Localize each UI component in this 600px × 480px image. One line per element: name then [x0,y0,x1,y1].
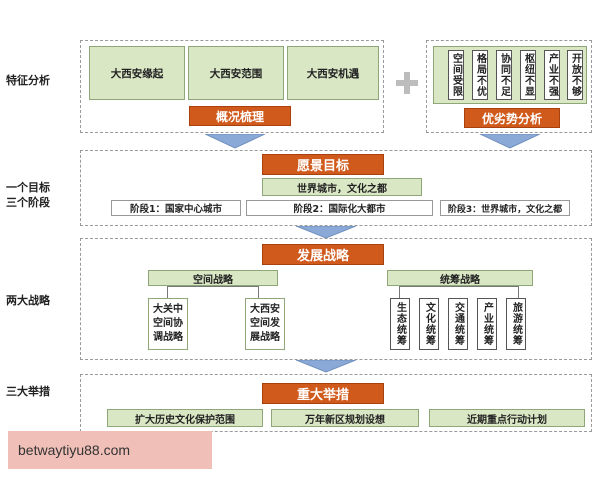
coordination-item: 交通统筹 [448,298,468,350]
down-arrow-icon [480,134,540,149]
coordination-item: 产业统筹 [477,298,497,350]
swot-item: 空间受限 [448,50,464,100]
side-label-goals-2: 三个阶段 [6,196,50,209]
feature-box-opportunity: 大西安机遇 [287,46,379,100]
down-arrow-icon [296,226,356,239]
side-label-strategies: 两大战略 [6,294,50,307]
swot-item: 产业不强 [544,50,560,100]
vision-stage-3: 阶段3：世界城市，文化之都 [440,200,570,216]
feature-box-origin: 大西安缘起 [89,46,185,100]
side-label-measures: 三大举措 [6,385,50,398]
down-arrow-icon [205,134,265,149]
swot-item: 协同不足 [496,50,512,100]
overview-label: 概况梳理 [189,106,291,126]
swot-item: 格局不优 [472,50,488,100]
overview-section [80,40,384,133]
coordination-item: 旅游统筹 [506,298,526,350]
spatial-item-guanzhong: 大关中空间协调战略 [148,298,188,350]
vision-title: 愿景目标 [262,154,384,175]
measures-title: 重大举措 [262,383,384,404]
watermark-banner: betwaytiyu88.com [8,431,212,469]
measure-item-newdistrict: 万年新区规划设想 [271,409,419,427]
coordination-connector [399,286,519,298]
strategy-title: 发展战略 [262,244,384,265]
down-arrow-icon [296,360,356,373]
plus-icon [396,72,418,94]
spatial-connector [167,286,259,298]
vision-subtitle: 世界城市，文化之都 [262,178,422,196]
swot-section [426,40,592,133]
measures-section [80,374,592,432]
measure-item-actionplan: 近期重点行动计划 [429,409,585,427]
watermark-text: betwaytiyu88.com [18,442,131,458]
coordination-item: 生态统筹 [390,298,410,350]
vision-stage-2: 阶段2：国际化大都市 [246,200,433,216]
swot-label: 优劣势分析 [464,108,560,128]
vision-stage-1: 阶段1：国家中心城市 [111,200,241,216]
spatial-item-xian: 大西安空间发展战略 [245,298,285,350]
side-label-goals-1: 一个目标 [6,181,50,194]
spatial-strategy-label: 空间战略 [148,270,278,286]
coordination-item: 文化统筹 [419,298,439,350]
measure-item-heritage: 扩大历史文化保护范围 [107,409,263,427]
swot-item: 开放不够 [567,50,583,100]
coordination-strategy-label: 统筹战略 [387,270,533,286]
feature-box-scope: 大西安范围 [188,46,284,100]
side-label-features: 特征分析 [6,74,50,87]
swot-item: 枢纽不显 [520,50,536,100]
